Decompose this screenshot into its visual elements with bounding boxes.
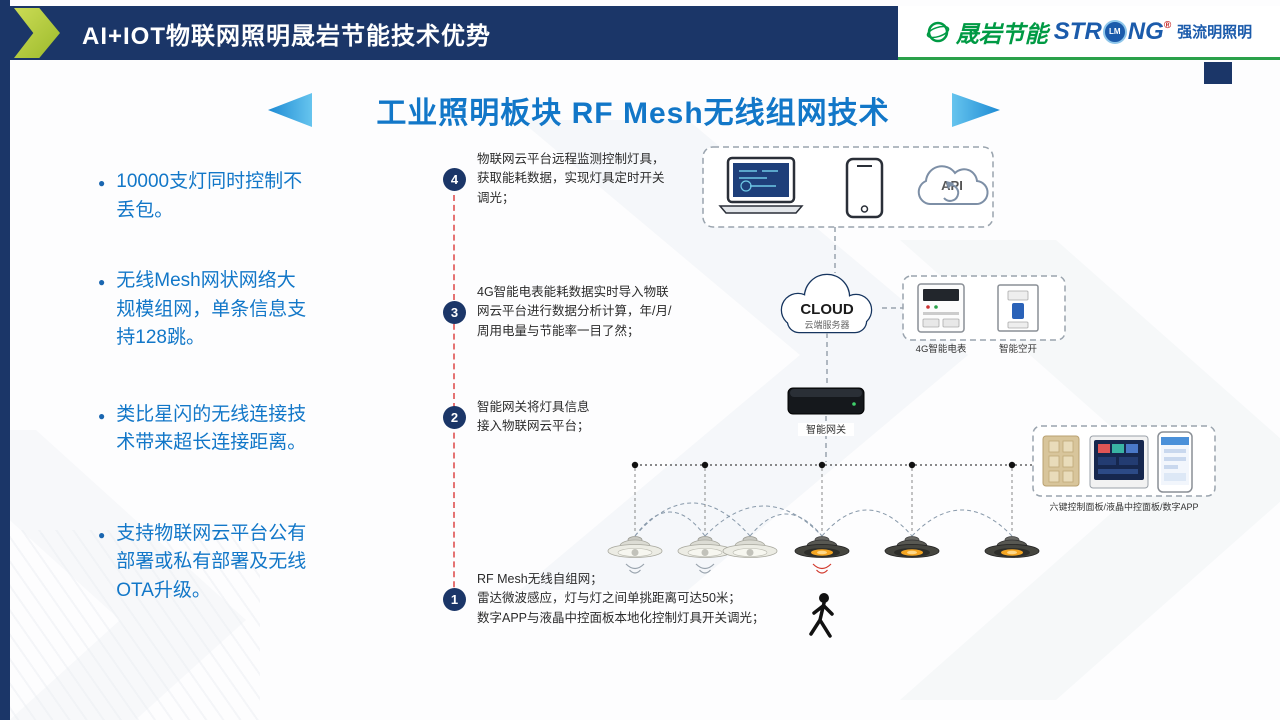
bus-node-dots bbox=[631, 461, 1016, 469]
cloud-subtitle: 云端服务器 bbox=[804, 319, 849, 330]
strong-logo-part2: NG bbox=[1127, 17, 1164, 45]
highbay-light-idle bbox=[607, 536, 778, 558]
six-key-panel-icon bbox=[1042, 435, 1080, 487]
list-item: ● 类比星闪的无线连接技 术带来超长连接距离。 bbox=[98, 401, 360, 458]
bullet-dot-icon: ● bbox=[98, 176, 106, 190]
smart-meter-icon bbox=[917, 283, 965, 333]
bullet-dot-icon: ● bbox=[98, 275, 106, 289]
gateway-icon bbox=[787, 387, 865, 415]
circuit-breaker-icon bbox=[997, 284, 1039, 332]
bullet-text: 10000支灯同时控制不 丢包。 bbox=[116, 171, 303, 221]
feature-bullet-list: ● 10000支灯同时控制不 丢包。 ● 无线Mesh网状网络大 规模组网，单条… bbox=[98, 168, 360, 605]
step-number-badge: 1 bbox=[443, 587, 466, 611]
strong-logo-part1: STR bbox=[1053, 17, 1102, 45]
drop-lines bbox=[634, 468, 1013, 534]
breaker-label: 智能空开 bbox=[999, 343, 1038, 355]
step-number-badge: 2 bbox=[443, 405, 466, 429]
bullet-text: 类比星闪的无线连接技 术带来超长连接距离。 bbox=[116, 403, 307, 454]
header-main: AI+IOT物联网照明晟岩节能技术优势 bbox=[10, 6, 898, 60]
bullet-dot-icon: ● bbox=[98, 527, 106, 542]
registered-mark: ® bbox=[1163, 19, 1172, 31]
shengyan-logo-text: 晟岩节能 bbox=[955, 20, 1048, 47]
list-item: ● 10000支灯同时控制不 丢包。 bbox=[98, 168, 360, 225]
panels-label: 六键控制面板/液晶中控面板/数字APP bbox=[1049, 501, 1198, 512]
app-phone-icon bbox=[1157, 431, 1193, 493]
list-item: ● 无线Mesh网状网络大 规模组网，单条信息支 持128跳。 bbox=[98, 267, 360, 353]
lm-badge: LM bbox=[1102, 19, 1127, 44]
smartphone-icon bbox=[845, 157, 884, 219]
shengyan-globe-icon bbox=[926, 21, 950, 42]
cloud-title: CLOUD bbox=[800, 301, 853, 318]
wifi-signal-icon bbox=[625, 563, 715, 574]
list-item: ● 支持物联网云平台公有 部署或私有部署及无线 OTA升级。 bbox=[98, 520, 360, 606]
radar-sensing-icon bbox=[812, 563, 832, 574]
strong-logo-cn: 强流明照明 bbox=[1177, 24, 1253, 41]
left-arrow-icon bbox=[268, 93, 312, 127]
meter-label: 4G智能电表 bbox=[916, 343, 967, 355]
network-diagram: API CLOUD 云端服务器 bbox=[607, 146, 1216, 638]
lcd-panel-icon bbox=[1089, 435, 1149, 489]
bullet-dot-icon: ● bbox=[98, 408, 106, 423]
gateway-label: 智能网关 bbox=[806, 423, 846, 436]
step-text: 智能网关将灯具信息 接入物联网云平台； bbox=[477, 400, 590, 434]
step-number-badge: 3 bbox=[443, 300, 466, 324]
step-number-badge: 4 bbox=[443, 167, 466, 191]
slide-title: AI+IOT物联网照明晟岩节能技术优势 bbox=[82, 22, 492, 50]
left-edge-bar bbox=[0, 0, 10, 720]
cloud-server-icon: CLOUD 云端服务器 bbox=[780, 273, 873, 334]
bullet-text: 支持物联网云平台公有 部署或私有部署及无线 OTA升级。 bbox=[116, 522, 307, 601]
brand-square bbox=[1204, 62, 1232, 84]
person-icon bbox=[809, 593, 834, 638]
section-title: 工业照明板块 RF Mesh无线组网技术 bbox=[376, 97, 890, 130]
mesh-link-arcs bbox=[634, 502, 1013, 537]
steps-connector-line bbox=[453, 195, 455, 607]
highbay-light-active bbox=[794, 536, 1040, 558]
right-arrow-icon bbox=[952, 93, 1000, 127]
bullet-text: 无线Mesh网状网络大 规模组网，单条信息支 持128跳。 bbox=[116, 270, 307, 348]
